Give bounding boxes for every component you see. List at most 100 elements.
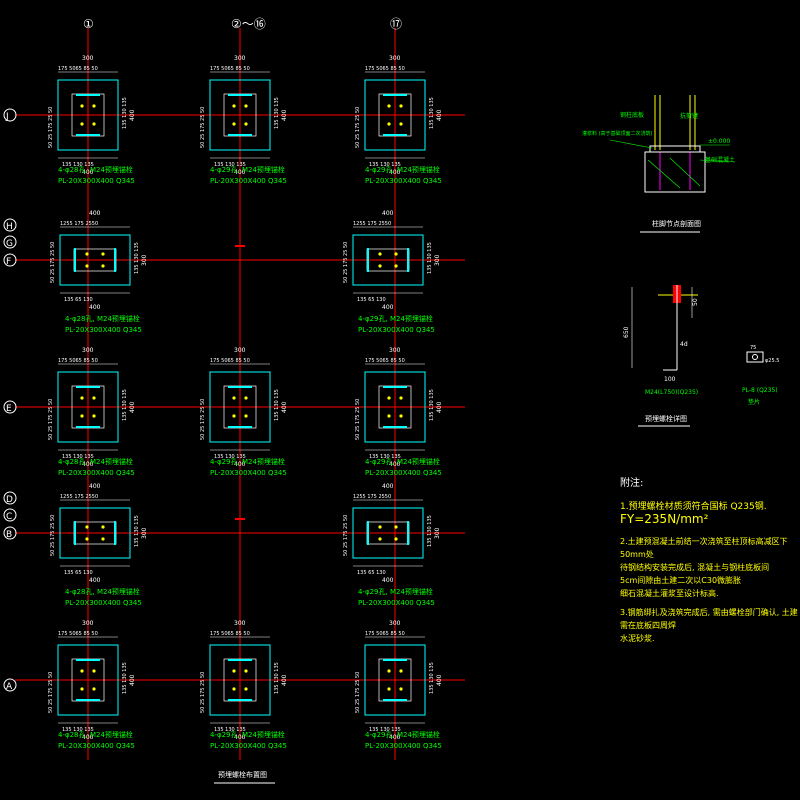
anchor-bolt [378,525,382,529]
dim-text-bottom-total: 400 [89,304,101,311]
anchor-bolt [80,687,84,691]
washer-name: 垫片 [748,398,760,406]
dim-text-width: 400 [382,483,394,490]
anchor-bolt [378,537,382,541]
grid-bubble-left [3,508,17,522]
grid-label-left: C [6,512,12,522]
anchor-bolt [80,669,84,673]
anchor-bolt [101,537,105,541]
dim-text-width: 300 [82,347,94,354]
anchor-bolt [399,687,403,691]
note-2: 2.土建预混凝土前结一次浇筑至柱顶标高减区下50mm处 待钢结构安装完成后, 混… [620,535,800,600]
anchor-bolt [399,414,403,418]
note-2-line-d: 细石混凝土灌浆至设计标高. [620,589,719,598]
grid-label-top: ②～⑯ [231,17,266,31]
dim-text-height: 400 [436,109,443,121]
anchor-bolt [232,122,236,126]
section-label-1: 钢柱底板 [620,111,644,119]
dim-text-right: 135 130 135 [427,515,433,547]
dim-text-right: 135 130 135 [122,389,128,421]
dim-text-height: 400 [281,674,288,686]
plate-callout: 4-φ28孔, M24预埋锚栓 [65,587,140,596]
dim-text-width: 300 [389,620,401,627]
dim-text-bottom: 135 130 135 [62,454,94,460]
dim-text-right: 135 130 135 [274,97,280,129]
grid-bubble-left [3,526,17,540]
anchor-bolt [394,525,398,529]
dim-text-right: 135 130 135 [122,97,128,129]
grid-bubble-left [3,108,17,122]
dim-text-bottom-total: 400 [82,461,94,468]
anchor-bolt [232,687,236,691]
plate-callout: 4-φ29孔, M24预埋锚栓 [210,457,285,466]
note-2-line-a: 2.土建预混凝土前结一次浇筑至柱顶标高减区下50mm处 [620,537,788,559]
anchor-bolt [80,122,84,126]
dim-text-left: 50 25 175 25 50 [343,242,349,283]
anchor-bolt [387,414,391,418]
note-3: 3.钢筋绑扎及浇筑完成后, 需由螺栓部门确认, 土建需在底板四周焊 水泥砂浆. [620,606,800,645]
plate-callout: 4-φ28孔, M24预埋锚栓 [58,165,133,174]
plate-spec: PL-20X300X400 Q345 [210,469,287,477]
anchor-detail-title: 预埋螺栓详图 [645,414,687,423]
anchor-bolt [399,122,403,126]
anchor-bolt [244,104,248,108]
anchor-bolt [378,252,382,256]
section-label-5: 基础混凝土 [705,156,735,164]
plate-outline [59,234,131,286]
plate-callout: 4-φ29孔, M24预埋锚栓 [365,730,440,739]
plate-outline [352,507,424,559]
grid-label-left: B [6,530,12,540]
grid-bubble-left [3,218,17,232]
dim-text-left: 50 25 175 25 50 [200,399,206,440]
anchor-bolt [387,687,391,691]
plate-outline [364,644,426,716]
anchor-bolt [244,687,248,691]
dim-text-right: 135 130 135 [134,515,140,547]
plate-spec: PL-20X300X400 Q345 [358,326,435,334]
plate-spec: PL-20X300X400 Q345 [365,469,442,477]
anchor-bolt [394,264,398,268]
plate-spec: PL-20X300X400 Q345 [58,469,135,477]
dim-text-left: 50 25 175 25 50 [48,107,54,148]
anchor-bolt [101,264,105,268]
dim-text-bottom: 135 130 135 [369,162,401,168]
anchor-dim-100: 100 [664,376,676,383]
anchor-bolt [85,252,89,256]
grid-bubble-left [3,491,17,505]
dim-text-chain: 175 5065 85 50 [210,358,250,364]
dim-text-bottom-total: 400 [234,734,246,741]
anchor-bolt [92,687,96,691]
plate-spec: PL-20X300X400 Q345 [365,177,442,185]
note-1-line-a: 1.预埋螺栓材质须符合国标 Q235钢. [620,502,767,512]
anchor-dim-650: 650 [623,326,630,338]
dim-text-bottom: 135 130 135 [369,727,401,733]
dim-text-bottom: 135 130 135 [214,727,246,733]
plate-spec: PL-20X300X400 Q345 [58,177,135,185]
dim-text-chain: 1255 175 2550 [60,494,98,500]
plate-outline [209,79,271,151]
section-detail-title: 柱脚节点剖面图 [652,219,701,228]
dim-text-height: 400 [129,109,136,121]
dim-text-bottom-total: 400 [389,461,401,468]
anchor-bolt [85,264,89,268]
anchor-bolt [85,537,89,541]
dim-text-width: 300 [234,347,246,354]
anchor-bolt [80,396,84,400]
notes-header: 附注: [620,478,644,489]
dim-text-chain: 175 5065 85 50 [365,358,405,364]
dim-text-bottom-total: 400 [82,169,94,176]
note-2-line-c: 5cm间隙由土建二次以C30微膨胀 [620,576,742,585]
grid-label-left: G [6,239,13,249]
plate-callout: 4-φ28孔, M24预埋锚栓 [58,457,133,466]
dim-text-bottom: 135 65 130 [64,297,93,303]
dim-text-left: 50 25 175 25 50 [50,242,56,283]
plate-outline [59,507,131,559]
dim-text-left: 50 25 175 25 50 [50,515,56,556]
anchor-bolt [244,669,248,673]
anchor-bolt [232,669,236,673]
